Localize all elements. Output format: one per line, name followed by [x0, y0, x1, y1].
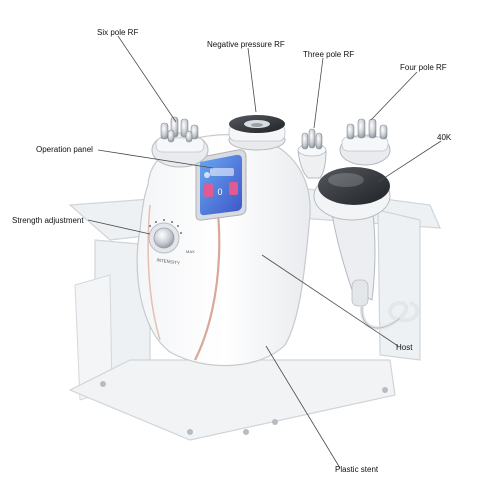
- label-host: Host: [396, 343, 413, 352]
- leader-four-pole: [370, 71, 418, 121]
- operation-panel: 0: [195, 149, 247, 221]
- negative-pressure-rf-handpiece: [228, 115, 286, 151]
- label-negative-pressure-rf: Negative pressure RF: [207, 40, 285, 49]
- strength-knob: INTENSITY MAX: [148, 219, 195, 266]
- label-six-pole-rf: Six pole RF: [97, 28, 139, 37]
- leader-plastic-stent: [265, 345, 341, 469]
- label-four-pole-rf: Four pole RF: [400, 63, 447, 72]
- label-40k: 40K: [437, 133, 452, 142]
- knob-label: INTENSITY: [156, 257, 180, 265]
- leader-operation-panel: [97, 149, 214, 169]
- three-pole-rf-handpiece: [297, 128, 327, 179]
- label-strength-adjustment: Strength adjustment: [12, 216, 84, 225]
- label-three-pole-rf: Three pole RF: [303, 50, 355, 59]
- leader-three-pole: [313, 57, 324, 129]
- four-pole-rf-handpiece: [339, 118, 391, 166]
- label-plastic-stent: Plastic stent: [335, 465, 379, 474]
- screen-number: 0: [217, 187, 222, 197]
- leader-strength: [87, 219, 151, 235]
- knob-max-label: MAX: [186, 249, 195, 254]
- leader-40k: [377, 140, 442, 183]
- leader-negative-pressure: [247, 47, 257, 113]
- leader-lines: [87, 35, 442, 469]
- six-pole-rf-handpiece: [151, 116, 209, 168]
- cavitation-40k-handpiece: [313, 167, 391, 307]
- leader-host: [261, 254, 399, 347]
- label-operation-panel: Operation panel: [36, 145, 93, 154]
- leader-six-pole: [117, 35, 177, 123]
